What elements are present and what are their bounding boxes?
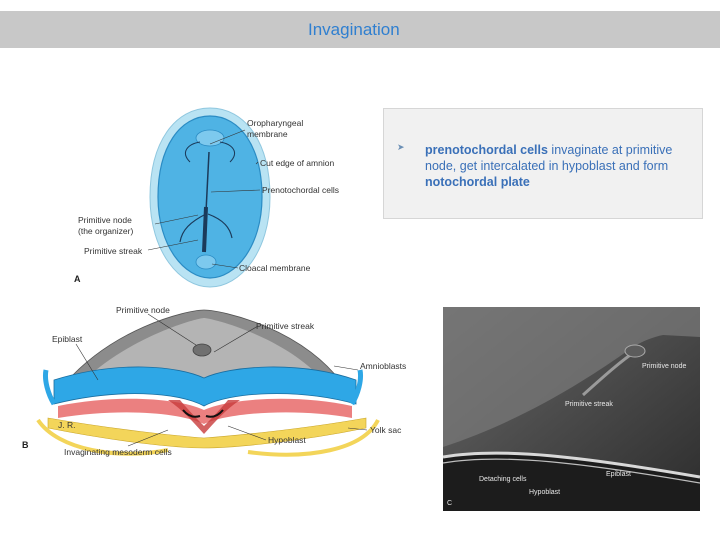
label-oropharyngeal-membrane: membrane xyxy=(247,129,288,139)
label-prenotochordal-cells: Prenotochordal cells xyxy=(262,185,339,195)
label-c-epiblast: Epiblast xyxy=(606,471,631,478)
label-b-primitive-node: Primitive node xyxy=(116,305,170,315)
panel-letter-a: A xyxy=(74,274,81,284)
label-b-primitive-streak: Primitive streak xyxy=(256,321,315,331)
label-b-amnioblasts: Amnioblasts xyxy=(360,361,406,371)
term-prenotochordal: prenotochordal cells xyxy=(425,143,548,157)
micrograph-image xyxy=(443,307,700,511)
panel-letter-c: C xyxy=(447,500,452,507)
label-organizer: (the organizer) xyxy=(78,226,133,236)
label-b-signature: J. R. xyxy=(58,420,75,430)
label-b-yolk-sac: Yolk sac xyxy=(370,425,402,435)
label-cut-edge-amnion: Cut edge of amnion xyxy=(260,158,334,168)
arrow-bullet-icon: ➤ xyxy=(397,142,405,152)
label-c-hypoblast: Hypoblast xyxy=(529,489,560,496)
figure-c-micrograph: Primitive node Primitive streak Epiblast… xyxy=(443,307,700,511)
disc-illustration xyxy=(147,107,271,288)
label-b-hypoblast: Hypoblast xyxy=(268,435,306,445)
description-text: invaginate at primitive node, get interc… xyxy=(425,143,673,173)
label-b-invaginating: Invaginating mesoderm cells xyxy=(64,447,172,457)
label-c-detaching: Detaching cells xyxy=(479,476,527,483)
term-notochordal-plate: notochordal plate xyxy=(425,175,530,189)
label-b-epiblast: Epiblast xyxy=(52,334,83,344)
figure-a-embryonic-disc: Oropharyngeal membrane Cut edge of amnio… xyxy=(74,107,339,288)
slide-title: Invagination xyxy=(308,20,400,39)
label-primitive-streak: Primitive streak xyxy=(84,246,143,256)
text-box xyxy=(383,108,703,219)
label-primitive-node: Primitive node xyxy=(78,215,132,225)
cross-section-illustration xyxy=(36,309,380,457)
label-cloacal-membrane: Cloacal membrane xyxy=(239,263,311,273)
description-paragraph: prenotochordal cells invaginate at primi… xyxy=(425,142,703,190)
panel-letter-b: B xyxy=(22,440,29,450)
label-c-primitive-node: Primitive node xyxy=(642,363,686,370)
label-oropharyngeal: Oropharyngeal xyxy=(247,118,303,128)
title-bar xyxy=(0,11,720,48)
label-c-primitive-streak: Primitive streak xyxy=(565,401,613,408)
figure-b-cross-section: Primitive node Primitive streak Epiblast… xyxy=(22,305,406,457)
